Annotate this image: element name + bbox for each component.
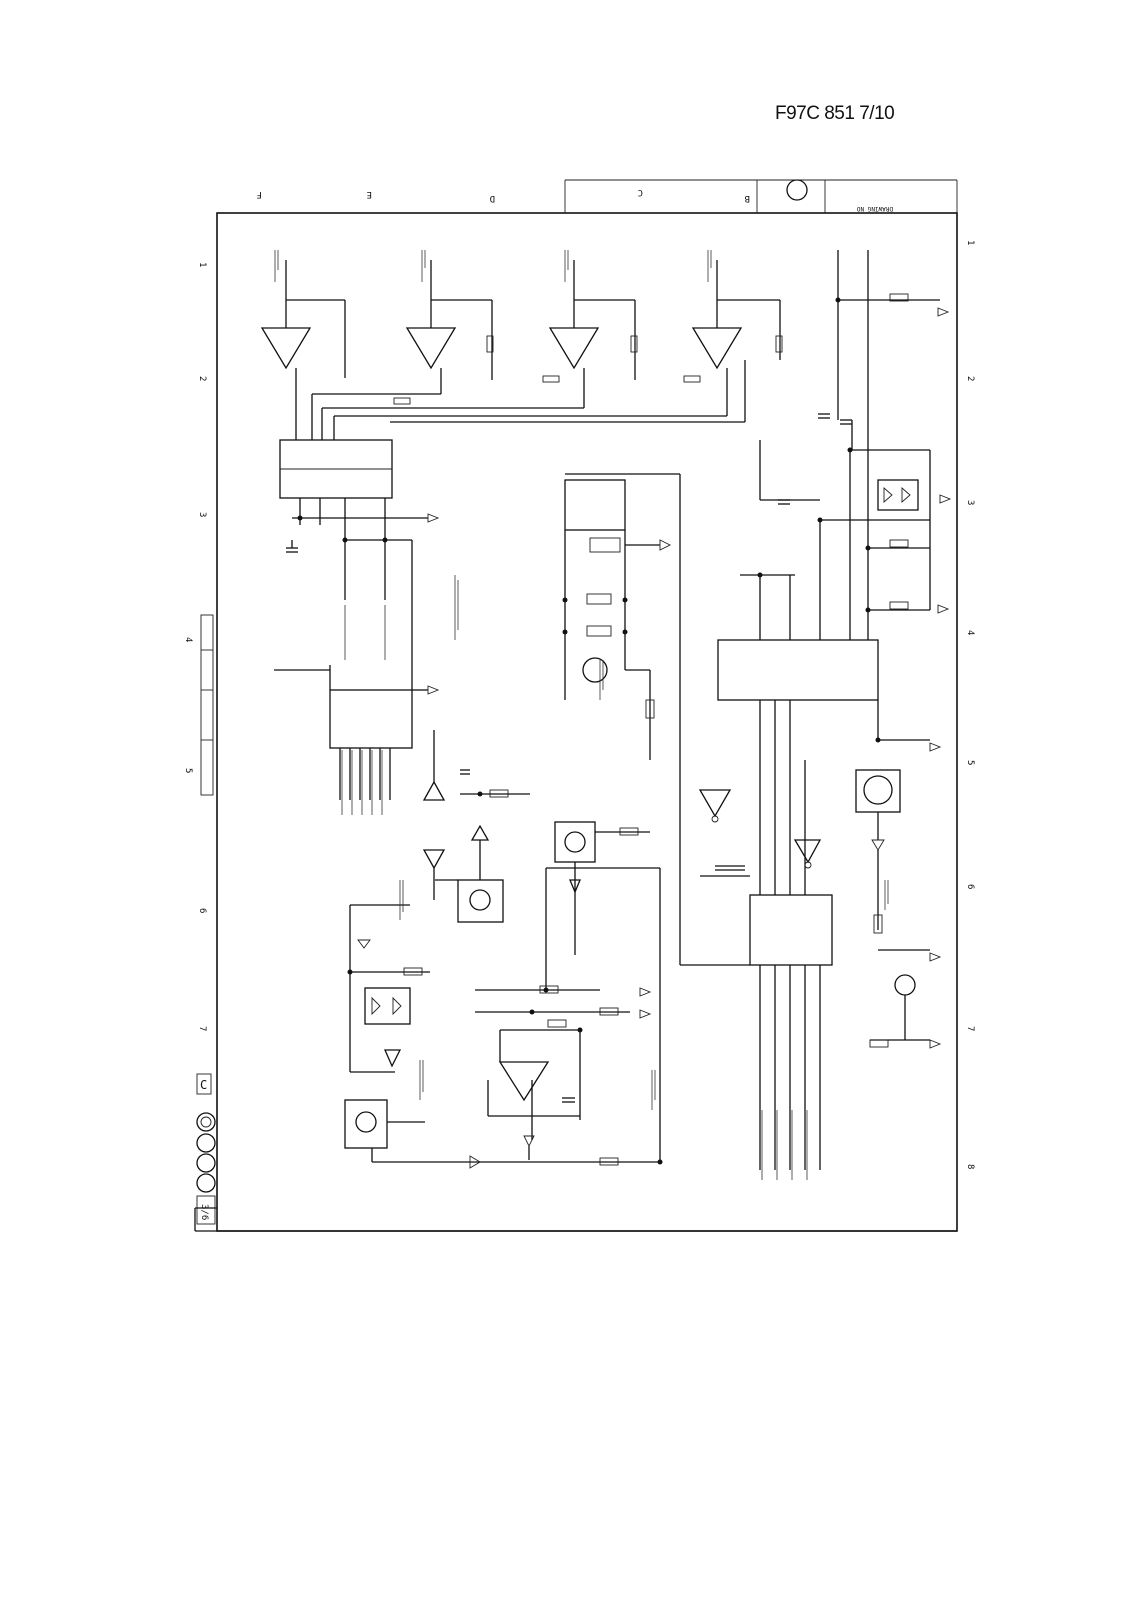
border-number-6: 6 xyxy=(965,884,975,889)
border-left-number-2: 2 xyxy=(197,376,207,381)
sheet-number: 3/6 xyxy=(199,1204,209,1220)
border-number-8: 8 xyxy=(965,1164,975,1169)
border-left-number-3: 3 xyxy=(197,512,207,517)
border-letter-c: C xyxy=(638,187,643,197)
border-left-number-4: 4 xyxy=(183,637,193,642)
border-letter-b: B xyxy=(745,193,750,203)
driver-ic xyxy=(274,665,428,800)
border-numbers-right: 1 2 3 4 5 6 7 8 xyxy=(965,240,975,1169)
opamp-row xyxy=(260,260,783,440)
border-number-3: 3 xyxy=(965,500,975,505)
component-annotations xyxy=(274,250,889,1180)
right-output-path xyxy=(855,700,930,1048)
border-left-number-5: 5 xyxy=(183,768,193,773)
border-left-number-7: 7 xyxy=(197,1026,207,1031)
border-number-4: 4 xyxy=(965,630,975,635)
opamp-symbol xyxy=(260,327,312,370)
relay-jumper-block xyxy=(564,479,672,760)
svg-text:DRAWING NO: DRAWING NO xyxy=(856,205,893,212)
border-letters-top: F E D C B xyxy=(257,187,750,203)
document-reference: F97C 851 7/10 xyxy=(775,103,895,124)
dac-ic xyxy=(279,439,428,690)
border-number-5: 5 xyxy=(965,760,975,765)
relay-bus-line xyxy=(565,473,750,966)
ground-symbols xyxy=(427,307,952,1049)
border-letter-c-bottom: C xyxy=(200,1078,207,1092)
border-number-2: 2 xyxy=(965,376,975,381)
bottom-left-markers: C 3/6 xyxy=(196,1073,216,1225)
border-number-7: 7 xyxy=(965,1026,975,1031)
opamp-symbol xyxy=(548,327,600,370)
lower-center-circuit xyxy=(475,821,661,1162)
border-letter-f: F xyxy=(257,189,262,199)
border-left-number-1: 1 xyxy=(197,262,207,267)
border-letter-d: D xyxy=(490,193,495,203)
counter-ic xyxy=(698,700,833,1170)
border-letter-e: E xyxy=(367,189,372,199)
opamp-symbol xyxy=(691,327,743,370)
lower-left-circuit xyxy=(344,730,660,1169)
opamp-symbol xyxy=(405,327,457,370)
flipflop-ic xyxy=(717,250,940,701)
drawing-frame: DRAWING NO xyxy=(194,179,958,1232)
border-numbers-left: 1 2 3 4 5 6 7 xyxy=(183,262,207,1031)
border-number-1: 1 xyxy=(965,240,975,245)
junction-dots xyxy=(297,297,881,1165)
border-left-number-6: 6 xyxy=(197,908,207,913)
